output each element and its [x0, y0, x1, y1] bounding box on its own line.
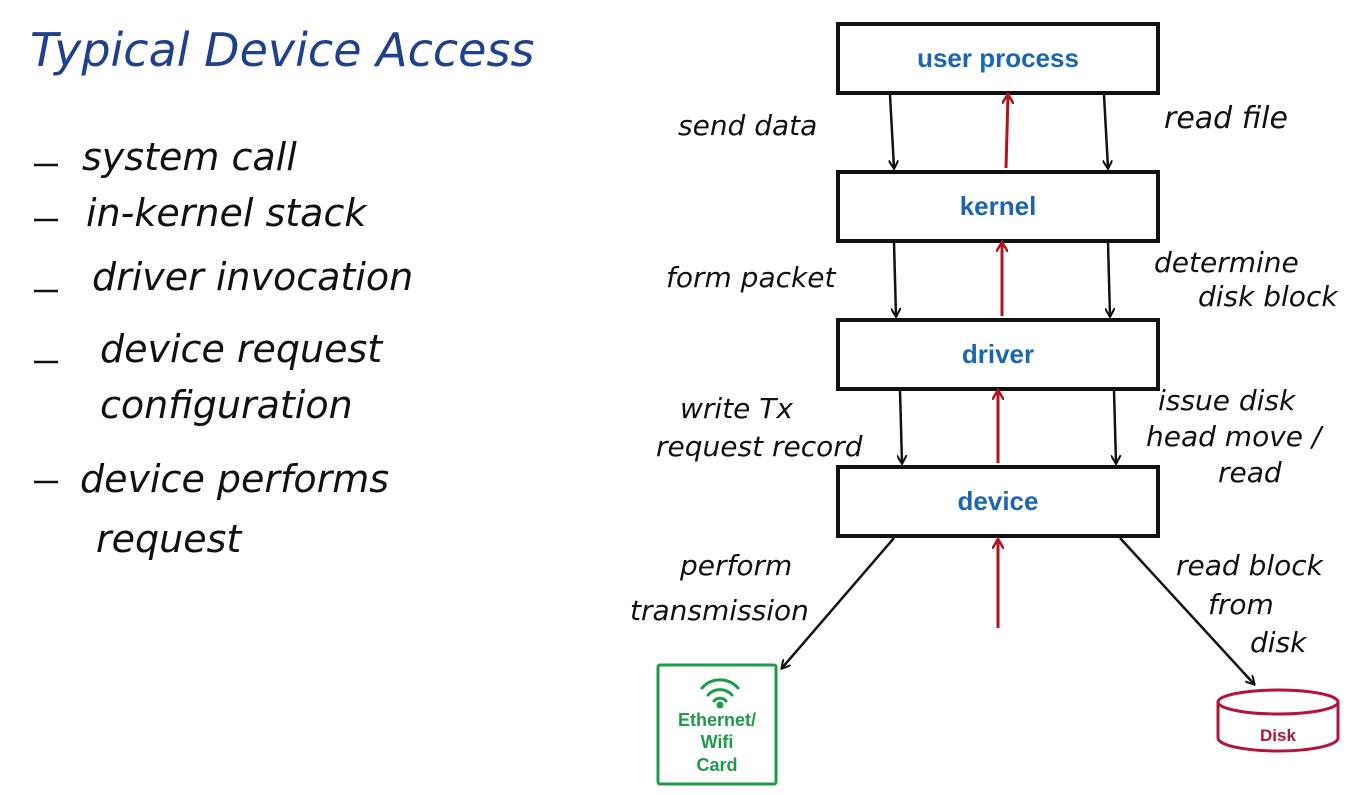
- list-item: device performs request: [34, 457, 389, 561]
- user-process-box: [836, 22, 1160, 95]
- kernel-label: kernel: [960, 191, 1037, 221]
- step-text: device performs: [80, 457, 389, 501]
- down-arrow: [1114, 390, 1116, 463]
- down-arrow: [900, 390, 902, 463]
- down-arrow-to-disk: [1119, 537, 1254, 684]
- down-arrow: [1104, 94, 1108, 168]
- up-arrows: [998, 95, 1008, 628]
- label-from: from: [1208, 588, 1274, 621]
- label-write-tx: write Tx: [680, 392, 793, 425]
- stack-driver: driver: [836, 318, 1160, 391]
- step-text: configuration: [100, 383, 353, 427]
- down-arrows: [782, 94, 1254, 684]
- disk-icon: Disk: [1216, 688, 1340, 753]
- step-text: system call: [82, 135, 297, 179]
- label-transmission: transmission: [630, 594, 809, 627]
- left-labels: send data form packet write Tx request r…: [630, 109, 863, 627]
- label-determine: determine: [1154, 246, 1299, 279]
- label-request-record: request record: [656, 430, 863, 463]
- step-text: request: [96, 517, 243, 561]
- nic-label-line1: Ethernet/: [678, 710, 756, 730]
- step-text: in-kernel stack: [86, 191, 368, 235]
- list-item: in-kernel stack: [34, 191, 368, 235]
- step-text: driver invocation: [92, 255, 413, 299]
- label-disk-block: disk block: [1198, 280, 1339, 313]
- down-arrow: [894, 242, 896, 316]
- label-perform: perform: [679, 549, 792, 582]
- device-box: [836, 465, 1160, 538]
- driver-label: driver: [962, 339, 1034, 369]
- nic-card: Ethernet/ Wifi Card: [656, 663, 778, 786]
- disk-label: Disk: [1260, 726, 1296, 745]
- steps-list: system call in-kernel stack driver invoc…: [34, 135, 413, 561]
- label-read: read: [1218, 456, 1282, 489]
- stack-user-process: user process: [836, 22, 1160, 95]
- label-issue-disk: issue disk: [1158, 384, 1297, 417]
- down-arrow-to-nic: [782, 537, 895, 668]
- stack-device: device: [836, 465, 1160, 538]
- page-title: Typical Device Access: [30, 23, 534, 77]
- device-label: device: [958, 486, 1039, 516]
- label-read-block: read block: [1176, 549, 1325, 582]
- label-form-packet: form packet: [666, 261, 836, 294]
- stack-kernel: kernel: [836, 170, 1160, 243]
- down-arrow: [1108, 242, 1110, 316]
- wifi-icon: [700, 678, 740, 709]
- up-arrow: [1006, 95, 1008, 169]
- step-text: device request: [100, 327, 384, 371]
- label-disk: disk: [1250, 626, 1308, 659]
- list-item: driver invocation: [34, 255, 413, 299]
- nic-label-line2: Wifi: [701, 732, 734, 752]
- user-process-label: user process: [917, 43, 1079, 73]
- down-arrow: [890, 94, 894, 168]
- label-head-move: head move /: [1146, 420, 1324, 453]
- nic-label-line3: Card: [696, 755, 737, 775]
- label-send-data: send data: [678, 109, 817, 142]
- label-read-file: read file: [1164, 101, 1288, 136]
- list-item: device request configuration: [34, 327, 384, 427]
- list-item: system call: [34, 135, 297, 179]
- nic-card-box: [656, 663, 778, 786]
- driver-box: [836, 318, 1160, 391]
- right-labels: read file determine disk block issue dis…: [1146, 101, 1339, 659]
